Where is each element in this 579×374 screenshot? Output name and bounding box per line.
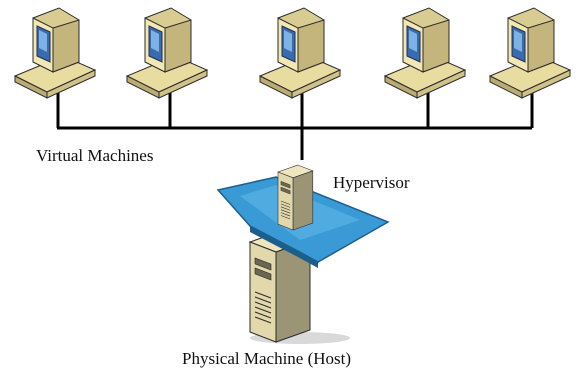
virtual-machines xyxy=(14,7,571,99)
desktop-computer-icon xyxy=(259,7,341,99)
hypervisor-server xyxy=(277,164,314,231)
desktop-computer-icon xyxy=(384,7,466,99)
desktop-computer-icon xyxy=(14,7,96,99)
host-label: Physical Machine (Host) xyxy=(182,349,352,368)
virtual-machines-label: Virtual Machines xyxy=(36,146,154,165)
desktop-computer-icon xyxy=(126,7,208,99)
host-server xyxy=(249,229,350,344)
server-tower-icon xyxy=(277,164,314,231)
desktop-computer-icon xyxy=(489,7,571,99)
vm-bus xyxy=(56,92,534,160)
hypervisor-label: Hypervisor xyxy=(333,173,410,192)
